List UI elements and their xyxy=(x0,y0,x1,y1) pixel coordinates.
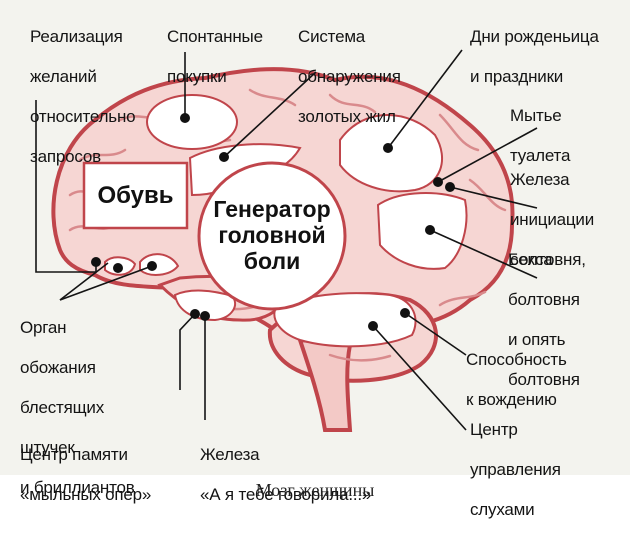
label-toilet: Мытье туалета xyxy=(510,86,570,186)
label-adoration-line-3: блестящих xyxy=(20,398,105,417)
label-driving: Способность к вождению xyxy=(466,330,567,430)
label-rumors: Центр управления слухами xyxy=(470,400,561,540)
label-soap-line-2: «мыльных опер» xyxy=(20,485,152,504)
headache-line-2: головной xyxy=(218,222,326,248)
dot-toilet xyxy=(433,177,443,187)
dot-sex xyxy=(445,182,455,192)
label-rumors-line-1: Центр xyxy=(470,420,518,439)
label-toilet-line-1: Мытье xyxy=(510,106,562,125)
lobe-told-you xyxy=(173,289,237,322)
shoes-box xyxy=(82,161,189,230)
label-purchases-line-2: покупки xyxy=(167,67,227,86)
label-chatter-line-2: болтовня xyxy=(508,290,580,309)
dot-soap xyxy=(190,309,200,319)
label-adoration-line-2: обожания xyxy=(20,358,96,377)
dot-birthdays xyxy=(383,143,393,153)
label-adoration-line-5: и бриллиантов xyxy=(20,478,135,497)
label-told-you-line-2: «А я тебе говорила...» xyxy=(200,485,372,504)
lobe-chatter xyxy=(376,192,468,270)
label-gland-sex-line-3: секса xyxy=(510,250,553,269)
label-gold: Система обнаружения золотых жил xyxy=(298,7,401,147)
label-soap: Центр памяти «мыльных опер» xyxy=(20,425,151,525)
label-driving-line-2: к вождению xyxy=(466,390,557,409)
headache-label: Генератор головной боли xyxy=(199,196,345,274)
label-wishes-line-3: относительно xyxy=(30,107,136,126)
label-birthdays-line-2: и праздники xyxy=(470,67,564,86)
label-gold-line-3: золотых жил xyxy=(298,107,396,126)
label-adoration: Орган обожания блестящих штучек и брилли… xyxy=(20,298,135,518)
shoes-label: Обувь xyxy=(97,182,174,209)
label-soap-line-1: Центр памяти xyxy=(20,445,128,464)
label-rumors-line-2: управления xyxy=(470,460,561,479)
label-gold-line-2: обнаружения xyxy=(298,67,401,86)
dot-told-you xyxy=(200,311,210,321)
label-wishes-line-4: запросов xyxy=(30,147,101,166)
label-toilet-line-2: туалета xyxy=(510,146,571,165)
label-birthdays: Дни рожденьица и праздники xyxy=(470,7,599,107)
label-purchases-line-1: Спонтанные xyxy=(167,27,263,46)
label-chatter: Болтовня, болтовня и опять болтовня xyxy=(508,230,586,410)
brain-diagram xyxy=(35,49,538,432)
label-gland-sex-line-1: Железа xyxy=(510,170,570,189)
lobe-birthdays xyxy=(339,114,444,193)
dot-chatter xyxy=(425,225,435,235)
dot-rumors xyxy=(368,321,378,331)
lobe-purchases xyxy=(146,94,238,150)
dot-driving xyxy=(400,308,410,318)
label-wishes: Реализация желаний относительно запросов xyxy=(30,7,136,187)
label-adoration-line-1: Орган xyxy=(20,318,67,337)
caption: Мозг женщины xyxy=(255,480,375,500)
brain-stem xyxy=(297,337,353,432)
dot-purchases xyxy=(180,113,190,123)
label-purchases: Спонтанные покупки xyxy=(167,7,263,107)
label-gland-sex-line-2: инициации xyxy=(510,210,594,229)
label-birthdays-line-1: Дни рожденьица xyxy=(470,27,599,46)
dot-adoration-1 xyxy=(91,257,101,267)
label-chatter-line-4: болтовня xyxy=(508,370,580,389)
label-gland-sex: Железа инициации секса xyxy=(510,150,594,290)
infographic: Обувь Генератор головной боли Реализация… xyxy=(0,0,630,519)
label-chatter-line-3: и опять xyxy=(508,330,566,349)
headache-line-1: Генератор xyxy=(213,196,331,222)
marker-dots xyxy=(91,113,455,331)
dot-adoration-2 xyxy=(113,263,123,273)
label-adoration-line-4: штучек xyxy=(20,438,75,457)
headache-line-3: боли xyxy=(243,248,301,274)
dot-adoration-3 xyxy=(147,261,157,271)
label-told-you: Железа «А я тебе говорила...» xyxy=(200,425,371,525)
label-told-you-line-1: Железа xyxy=(200,445,260,464)
label-driving-line-1: Способность xyxy=(466,350,567,369)
label-gold-line-1: Система xyxy=(298,27,366,46)
label-rumors-line-3: слухами xyxy=(470,500,535,519)
label-wishes-line-2: желаний xyxy=(30,67,97,86)
label-chatter-line-1: Болтовня, xyxy=(508,250,586,269)
label-wishes-line-1: Реализация xyxy=(30,27,123,46)
headache-circle xyxy=(197,161,347,311)
dot-gold xyxy=(219,152,229,162)
